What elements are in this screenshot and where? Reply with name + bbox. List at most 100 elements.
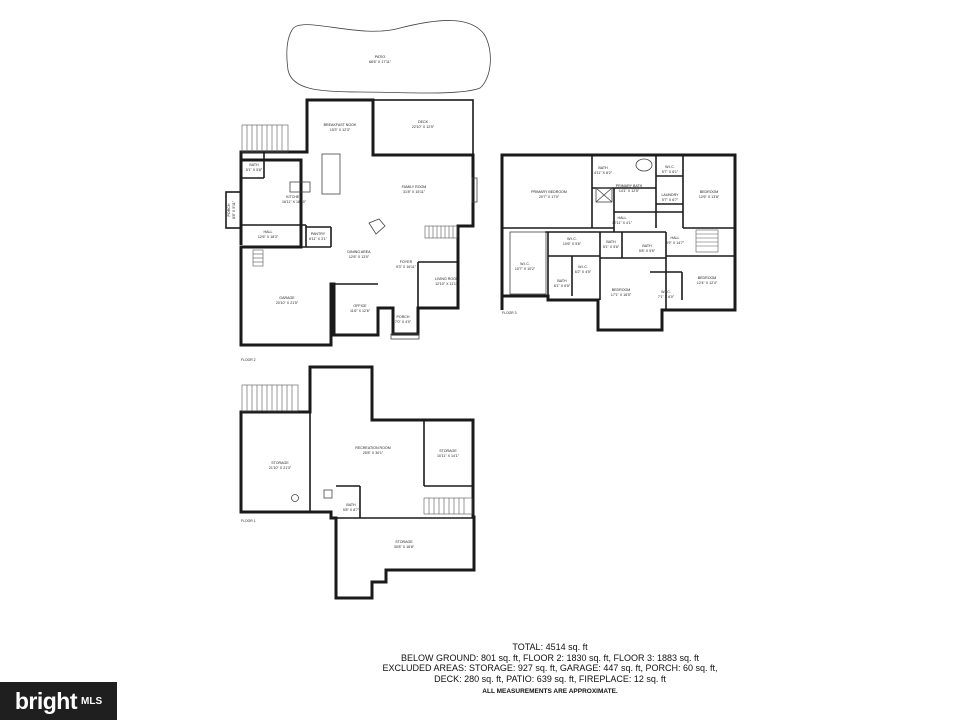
room-name: RECREATION ROOM — [355, 446, 390, 450]
room-dims: 21'10" X 21'3" — [269, 466, 292, 470]
room-name: FAMILY ROOM — [402, 185, 427, 189]
rear-steps — [241, 124, 289, 153]
room-name: W.I.C. — [567, 237, 577, 241]
summary-note: ALL MEASUREMENTS ARE APPROXIMATE. — [482, 688, 618, 695]
logo-brand: bright — [14, 687, 78, 714]
summary-floors: BELOW GROUND: 801 sq. ft, FLOOR 2: 1830 … — [400, 652, 700, 663]
room-dims: 7'1" X 6'0" — [658, 295, 675, 299]
room-name: BATH — [606, 240, 616, 244]
room-dims: 20'7" X 17'0" — [539, 195, 560, 199]
room-name: LIVING ROOM — [435, 277, 459, 281]
room-name: W.I.C. — [520, 262, 530, 266]
side-porch — [225, 191, 242, 229]
svg-text:W.I.C.10'6" X 5'6": W.I.C.10'6" X 5'6" — [563, 237, 582, 246]
floor-1-label: FLOOR 1 — [241, 519, 256, 523]
room-dims: 5'7" X 6'1" — [662, 170, 679, 174]
room-name: BEDROOM — [612, 288, 631, 292]
room-name: DECK — [418, 120, 429, 124]
area-summary: TOTAL: 4514 sq. ft BELOW GROUND: 801 sq.… — [250, 642, 850, 698]
patio-outline — [286, 20, 491, 94]
room-name: PANTRY — [311, 232, 326, 236]
room-dims: 20'10" X 21'5" — [276, 301, 299, 305]
room-name: BATH — [598, 166, 608, 170]
room-name: KITCHEN — [286, 195, 302, 199]
room-name: BATH — [249, 163, 259, 167]
room-name: HALL — [618, 216, 627, 220]
room-dims: 9'3" X 16'11" — [396, 265, 417, 269]
room-dims: 31'8" X 15'11" — [403, 190, 426, 194]
svg-text:W.I.C.5'7" X 6'1": W.I.C.5'7" X 6'1" — [662, 165, 679, 174]
svg-text:W.I.C.10'7" X 10'2": W.I.C.10'7" X 10'2" — [515, 262, 536, 271]
room-name: PRIMARY BATH — [616, 184, 643, 188]
room-dims: 12'6" X 13'8" — [699, 195, 720, 199]
room-dims: 5'1" X 5'8" — [246, 168, 263, 172]
room-dims: 12'11" X 4'1" — [612, 221, 633, 225]
room-name: PORCH — [397, 315, 410, 319]
room-dims: 10'11" X 14'1" — [437, 454, 460, 458]
room-dims: 7'0" X 4'0" — [395, 320, 412, 324]
room-dims: 12'10" X 11'11" — [435, 282, 459, 286]
room-dims: 15'3" X 12'3" — [330, 128, 351, 132]
svg-text:W.I.C.7'1" X 6'0": W.I.C.7'1" X 6'0" — [658, 290, 675, 299]
room-dims: 10'7" X 10'2" — [515, 267, 536, 271]
room-dims: 25'8" X 30'1" — [363, 451, 384, 455]
room-dims: 30'8" X 16'8" — [394, 545, 415, 549]
room-dims: 9'9" X 14'7" — [666, 241, 685, 245]
room-dims: 10'6" X 5'6" — [563, 242, 582, 246]
room-name: OFFICE — [353, 304, 367, 308]
room-dims: 14'1" X 12'5" — [619, 189, 640, 193]
floor-2-label: FLOOR 2 — [241, 358, 256, 362]
room-dims: 5'8" X 5'6" — [639, 249, 656, 253]
room-name: GARAGE — [279, 296, 295, 300]
room-name: STORAGE — [439, 449, 457, 453]
room-dims: 6'11" X 3'1" — [309, 237, 328, 241]
room-dims: 5'8" X 8'7" — [343, 508, 360, 512]
floor-3-label: FLOOR 3 — [502, 311, 517, 315]
room-name: PATIO — [375, 55, 385, 59]
room-name: BATH — [642, 244, 652, 248]
room-name: PORCH — [227, 203, 231, 216]
floor-2-outline — [239, 98, 475, 347]
room-dims: 17'1" X 16'5" — [611, 293, 632, 297]
room-dims: 6'2" X 4'5" — [575, 270, 592, 274]
room-name: W.I.C. — [578, 265, 588, 269]
room-dims: 22'10" X 12'5" — [412, 125, 435, 129]
room-dims: 5'7" X 6'7" — [662, 198, 679, 202]
room-name: LAUNDRY — [661, 193, 679, 197]
room-name: DINING AREA — [347, 250, 371, 254]
room-name: HALL — [671, 236, 680, 240]
room-dims: 16'11" X 18'10" — [282, 200, 307, 204]
room-dims: 5'1" X 5'6" — [603, 245, 620, 249]
room-name: BEDROOM — [698, 276, 717, 280]
summary-excluded: EXCLUDED AREAS: STORAGE: 927 sq. ft, GAR… — [382, 663, 718, 673]
room-name: STORAGE — [395, 540, 413, 544]
